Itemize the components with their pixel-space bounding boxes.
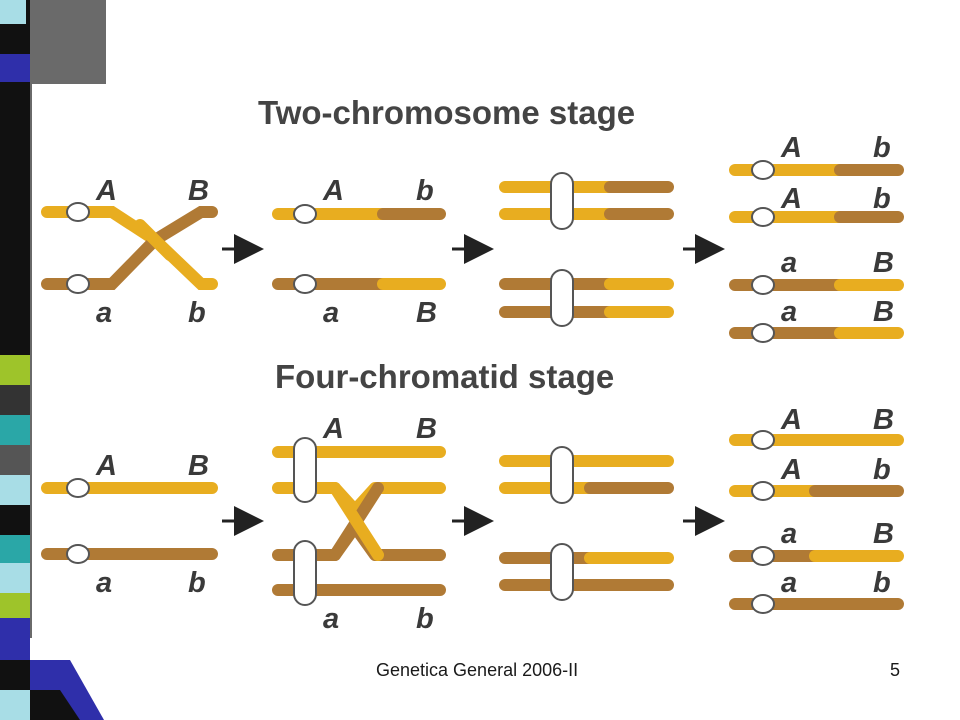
centromere xyxy=(751,481,775,501)
allele-label: B xyxy=(873,404,894,436)
centromere xyxy=(751,323,775,343)
two-stage-step2: A b a B xyxy=(272,175,446,329)
four-stage-results: A B A b a B a b xyxy=(729,404,904,614)
two-stage-results: A b A b a B a B xyxy=(729,132,904,343)
centromere xyxy=(293,540,317,606)
centromere xyxy=(293,274,317,294)
two-stage-step3 xyxy=(499,172,674,327)
allele-label: a xyxy=(323,297,339,329)
centromere xyxy=(751,546,775,566)
centromere xyxy=(751,207,775,227)
allele-label: b xyxy=(873,567,891,599)
allele-label: A xyxy=(95,450,117,482)
allele-label: a xyxy=(781,296,797,328)
allele-label: B xyxy=(873,518,894,550)
allele-label: a xyxy=(96,297,112,329)
allele-label: a xyxy=(781,518,797,550)
allele-label: A xyxy=(322,413,344,445)
allele-label: B xyxy=(873,247,894,279)
centromere xyxy=(293,204,317,224)
allele-label: a xyxy=(323,603,339,635)
footer-title: Genetica General 2006-II xyxy=(376,660,579,680)
centromere xyxy=(751,160,775,180)
centromere xyxy=(550,172,574,230)
centromere xyxy=(66,274,90,294)
allele-label: b xyxy=(188,567,206,599)
stage-title-four-chromatid: Four-chromatid stage xyxy=(275,358,614,395)
allele-label: B xyxy=(416,297,437,329)
stage-title-two-chromosome: Two-chromosome stage xyxy=(258,94,635,131)
allele-label: b xyxy=(873,183,891,215)
allele-label: B xyxy=(416,413,437,445)
four-stage-step2: A B a b xyxy=(272,413,446,635)
centromere xyxy=(66,544,90,564)
slide-number: 5 xyxy=(890,660,901,680)
centromere xyxy=(66,202,90,222)
centromere xyxy=(751,430,775,450)
allele-label: b xyxy=(873,454,891,486)
allele-label: A xyxy=(780,404,802,436)
allele-label: b xyxy=(188,297,206,329)
centromere xyxy=(751,594,775,614)
allele-label: b xyxy=(416,175,434,207)
four-stage-step1: A B a b xyxy=(41,450,218,599)
centromere xyxy=(293,437,317,503)
centromere xyxy=(66,478,90,498)
allele-label: A xyxy=(780,183,802,215)
two-stage-step1: A B a b xyxy=(41,175,218,329)
allele-label: b xyxy=(416,603,434,635)
allele-label: B xyxy=(873,296,894,328)
allele-label: B xyxy=(188,450,209,482)
allele-label: A xyxy=(780,132,802,164)
centromere xyxy=(550,269,574,327)
allele-label: a xyxy=(781,567,797,599)
centromere xyxy=(751,275,775,295)
allele-label: b xyxy=(873,132,891,164)
centromere xyxy=(550,446,574,504)
allele-label: a xyxy=(781,247,797,279)
allele-label: A xyxy=(95,175,117,207)
four-stage-step3 xyxy=(499,446,674,601)
allele-label: A xyxy=(780,454,802,486)
allele-label: a xyxy=(96,567,112,599)
allele-label: A xyxy=(322,175,344,207)
allele-label: B xyxy=(188,175,209,207)
centromere xyxy=(550,543,574,601)
